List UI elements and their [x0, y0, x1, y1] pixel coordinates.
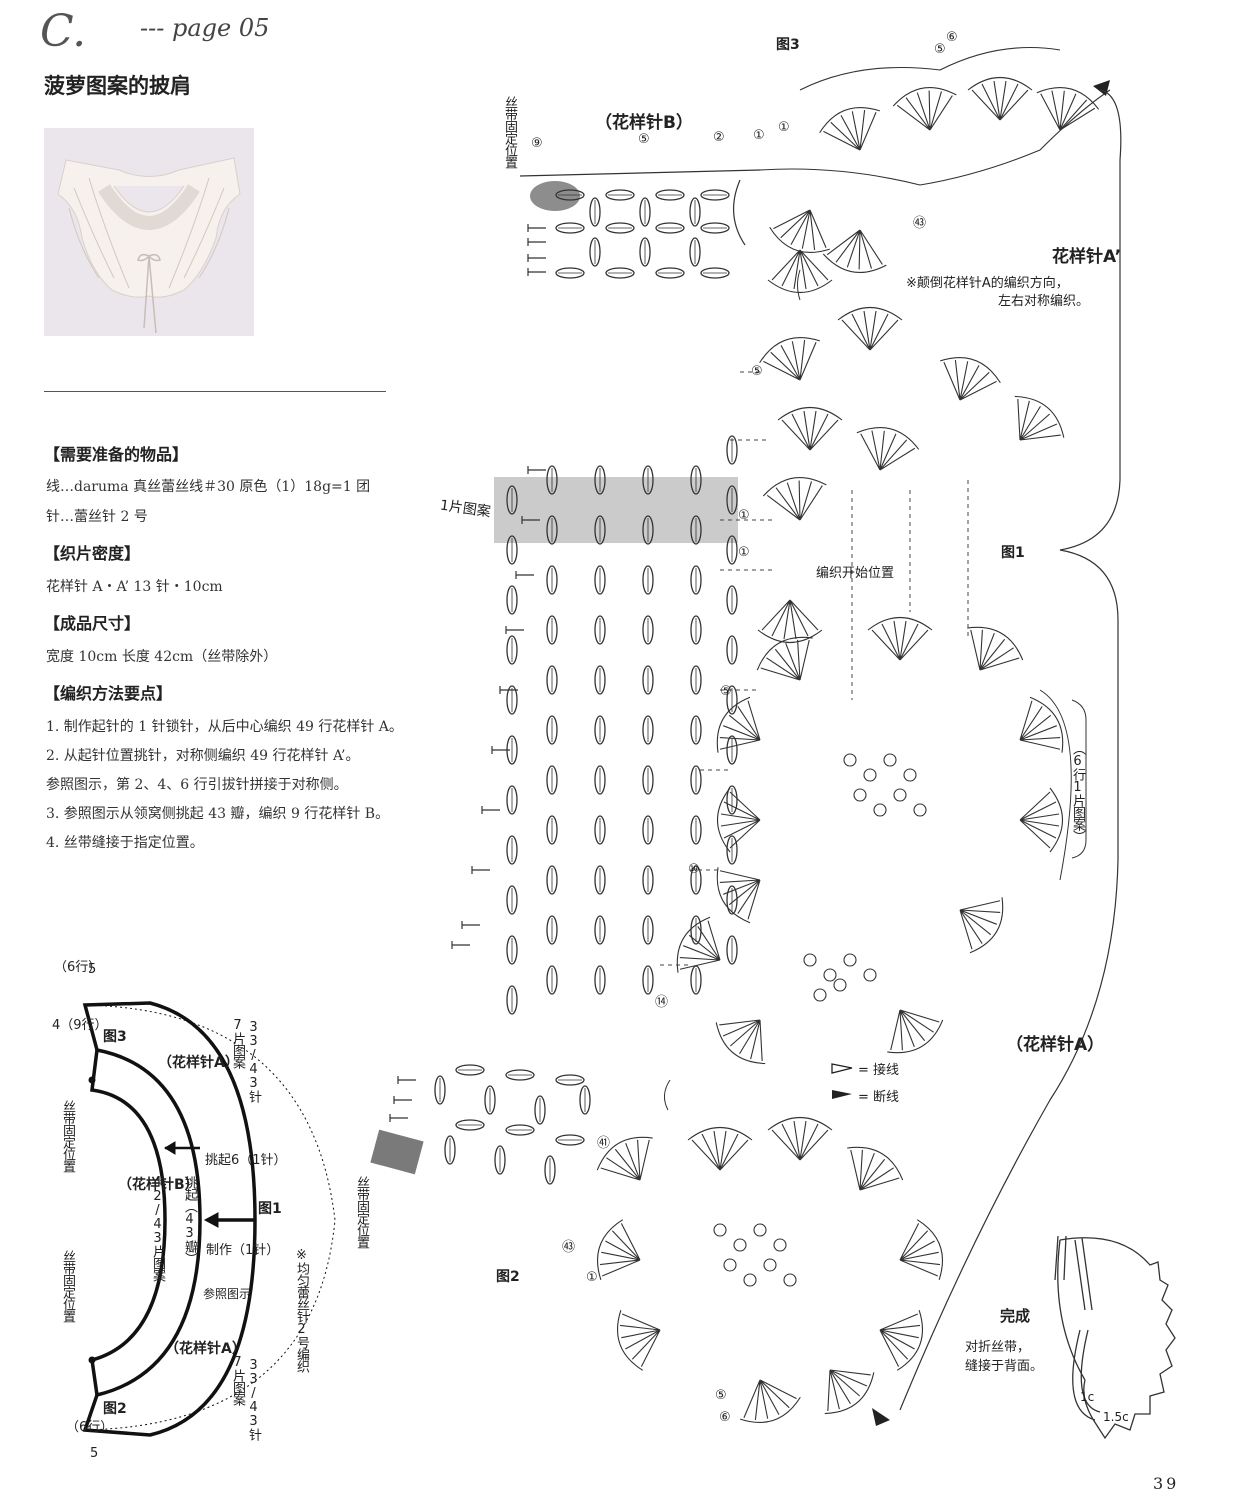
schematic-pattern-a-bottom: （花样针A） — [165, 1341, 246, 1357]
chapter-letter: C. — [40, 6, 87, 57]
pattern-a-prime-label: 花样针A’ — [1052, 247, 1122, 267]
row-marker-9: ⑨ — [531, 136, 543, 151]
row-marker-5b: ⑤ — [934, 42, 946, 57]
note-a-prime-2: 左右对称编织。 — [998, 294, 1090, 309]
schematic-five-top: 5 — [88, 962, 97, 977]
legend-join: = 接线 — [858, 1063, 900, 1078]
schematic-st-33-43-top: 33/43针 — [246, 1020, 261, 1102]
schematic-pattern-b: （花样针B） — [118, 1177, 199, 1193]
note-a-prime-1: ※颠倒花样针A的编织方向， — [906, 276, 1069, 291]
finished-sketch — [1054, 1235, 1176, 1440]
row-marker-5: ⑤ — [638, 132, 650, 147]
method-step-2: 2. 从起针位置挑针，对称侧编织 49 行花样针 A’。 — [46, 748, 360, 764]
schematic-ribbon-bottom: 丝带固定位置 — [60, 1250, 75, 1322]
six-rows-one-motif-label: （6行1片图案） — [1070, 742, 1085, 842]
page-title: 菠萝图案的披肩 — [44, 74, 191, 98]
schematic-fig2: 图2 — [103, 1401, 127, 1417]
method-step-2b: 参照图示，第 2、4、6 行引拔针拼接于对称侧。 — [46, 777, 348, 793]
row-marker-5d: ⑤ — [720, 684, 732, 699]
section-materials-heading: 【需要准备的物品】 — [44, 445, 189, 464]
pattern-b-label: （花样针B） — [595, 113, 693, 133]
dim-1-5c: 1.5c — [1103, 1410, 1129, 1424]
legend-cut: = 断线 — [858, 1090, 900, 1105]
schematic-seven-motifs-bottom: 7片图案 — [230, 1355, 245, 1405]
row-marker-5c: ⑤ — [751, 364, 763, 379]
method-step-3: 3. 参照图示从领窝侧挑起 43 瓣，编织 9 行花样针 B。 — [46, 806, 390, 822]
finished-note-1: 对折丝带， — [965, 1340, 1031, 1355]
pattern-a-label: （花样针A） — [1006, 1035, 1105, 1055]
schematic-pickup-43: 挑起（43瓣） — [182, 1176, 197, 1264]
row-marker-6b: ⑥ — [719, 1410, 731, 1425]
schematic-pattern-a-top: （花样针A） — [158, 1055, 239, 1071]
schematic-six-rows-bottom: （6行） — [66, 1420, 114, 1435]
row-marker-1d: ① — [738, 545, 750, 560]
schematic-st-33-43-bottom: 33/43针 — [246, 1358, 261, 1440]
fig1-label: 图1 — [1001, 545, 1025, 561]
materials-yarn: 线…daruma 真丝蕾丝线＃30 原色（1）18g=1 团 — [46, 479, 371, 495]
schematic-seven-motifs-top: 7片图案 — [230, 1018, 245, 1068]
schematic-make-1: 制作（1针） — [206, 1243, 280, 1258]
page-reference: --- page 05 — [140, 14, 270, 42]
schematic-pickup-6: 挑起6（1针） — [205, 1153, 287, 1168]
row-marker-43: ㊸ — [913, 216, 927, 231]
schematic-six-rows-top: （6行） — [54, 960, 102, 975]
schematic-four-nine-rows: 4（9行） — [52, 1018, 108, 1033]
schematic-fig3: 图3 — [103, 1029, 127, 1045]
fig3-label: 图3 — [776, 37, 800, 53]
divider — [44, 391, 386, 392]
section-gauge-heading: 【织片密度】 — [44, 544, 141, 563]
schematic-even-note: ※均匀蕾丝针2号编织 — [294, 1248, 309, 1372]
dim-1c: 1c — [1080, 1390, 1095, 1404]
row-marker-14: ⑭ — [655, 995, 669, 1010]
size-line: 宽度 10cm 长度 42cm（丝带除外） — [46, 649, 278, 665]
page-number: 39 — [1153, 1474, 1180, 1493]
fig1-chart — [451, 306, 1087, 1074]
ribbon-position-label-2: 丝带固定位置 — [354, 1176, 369, 1248]
row-marker-6: ⑥ — [946, 30, 958, 45]
row-marker-1: ① — [753, 128, 765, 143]
fig2-chart — [370, 1064, 952, 1432]
section-method-heading: 【编织方法要点】 — [44, 684, 173, 703]
finished-note-2: 缝接于背面。 — [965, 1359, 1044, 1374]
start-position-label: 编织开始位置 — [816, 566, 895, 581]
materials-hook: 针…蕾丝针 2 号 — [46, 509, 148, 525]
schematic-diagram — [82, 1001, 336, 1437]
schematic-42-43-motifs: 42/43片图案 — [150, 1175, 165, 1281]
row-marker-1c: ① — [738, 508, 750, 523]
row-marker-10: ⑩ — [688, 862, 700, 877]
row-marker-43b: ㊸ — [562, 1240, 576, 1255]
section-size-heading: 【成品尺寸】 — [44, 614, 141, 633]
method-step-1: 1. 制作起针的 1 针锁针，从后中心编织 49 行花样针 A。 — [46, 719, 403, 735]
finished-title: 完成 — [1000, 1307, 1031, 1325]
schematic-ribbon-top: 丝带固定位置 — [60, 1100, 75, 1172]
row-marker-5e: ⑤ — [715, 1388, 727, 1403]
schematic-five-bottom: 5 — [90, 1446, 99, 1461]
schematic-refer: 参照图示 — [203, 1287, 252, 1301]
ribbon-position-label: 丝带固定位置 — [502, 96, 517, 168]
gauge-line: 花样针 A・A’ 13 针・10cm — [46, 579, 223, 595]
row-marker-1b: ① — [778, 120, 790, 135]
fig3-chart — [519, 46, 1111, 294]
fig2-label: 图2 — [496, 1269, 520, 1285]
row-marker-1e: ① — [586, 1270, 598, 1285]
row-marker-41: ㊶ — [597, 1136, 611, 1151]
row-marker-2: ② — [713, 130, 725, 145]
schematic-fig1: 图1 — [258, 1201, 282, 1217]
product-photo — [44, 128, 254, 336]
method-step-4: 4. 丝带缝接于指定位置。 — [46, 835, 204, 851]
